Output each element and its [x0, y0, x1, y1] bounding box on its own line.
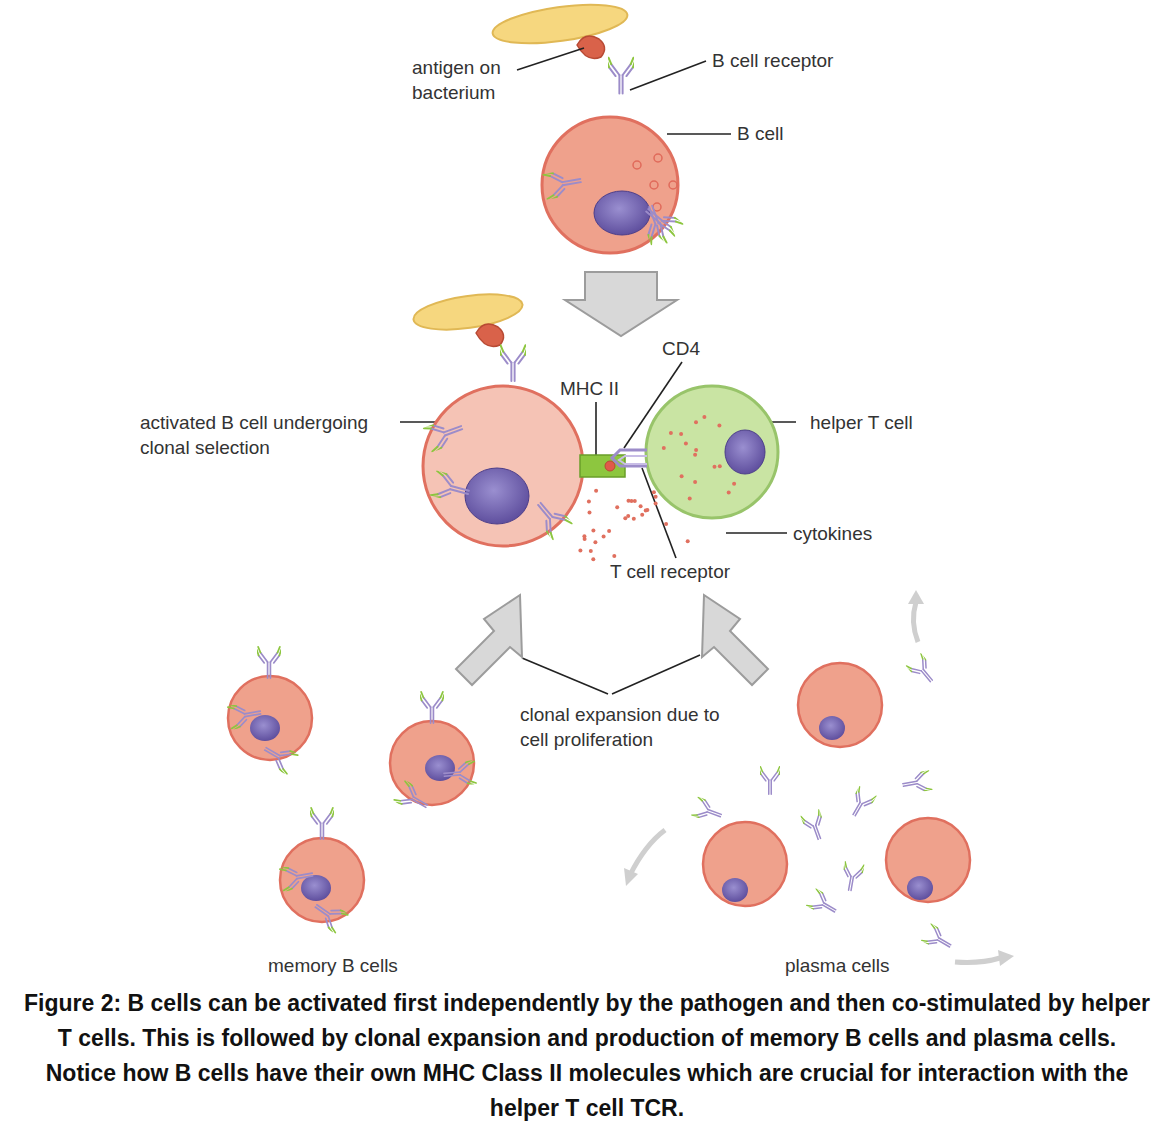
cytokine-dot — [686, 539, 690, 543]
cytokine-dot — [680, 474, 684, 478]
cytokine-dot — [669, 431, 673, 435]
callout-label: helper T cell — [810, 410, 970, 435]
callout-label: activated B cell undergoing clonal selec… — [140, 410, 398, 460]
cytokine-dot — [630, 499, 634, 503]
cytokine-dot — [654, 495, 658, 499]
callout-label: plasma cells — [785, 953, 935, 978]
cytokine-dot — [679, 432, 683, 436]
callout-label: clonal expansion due to cell proliferati… — [520, 702, 730, 752]
callout-label: memory B cells — [268, 953, 468, 978]
activated-b-cell — [411, 289, 625, 546]
cytokine-dot — [713, 465, 717, 469]
cytokine-dot — [594, 489, 598, 493]
cytokine-dot — [640, 513, 644, 517]
cytokine-dot — [732, 482, 736, 486]
helper-t-cell — [612, 386, 778, 518]
bacterium — [490, 0, 629, 50]
cytokine-dot — [652, 490, 656, 494]
cytokine-dot — [684, 442, 688, 446]
cytokine-dot — [593, 540, 597, 544]
b-cell — [490, 0, 700, 280]
cytokine-dot — [693, 453, 697, 457]
cytokine-dot — [727, 491, 731, 495]
cytokine-dot — [702, 415, 706, 419]
cytokine-dot — [588, 510, 592, 514]
process-arrow — [565, 272, 677, 336]
cytokine-dot — [587, 499, 591, 503]
cytokine-dot — [664, 522, 668, 526]
plasma-cells — [624, 590, 1014, 966]
cytokine-dot — [645, 508, 649, 512]
callout-label: B cell receptor — [712, 48, 912, 73]
cytokine-dot — [615, 505, 619, 509]
callout-label: cytokines — [793, 521, 933, 546]
cytokine-dot — [718, 464, 722, 468]
cytokine-dot — [632, 517, 636, 521]
callout-label: antigen on bacterium — [412, 55, 524, 105]
cytokine-dot — [623, 516, 627, 520]
cytokine-dot — [639, 504, 643, 508]
cytokine-dot — [694, 420, 698, 424]
cytokine-dot — [591, 529, 595, 533]
cytokines — [578, 415, 736, 561]
cytokine-dot — [717, 424, 721, 428]
callout-label: T cell receptor — [610, 559, 790, 584]
cytokine-dot — [583, 537, 587, 541]
cytokine-dot — [602, 535, 606, 539]
cytokine-dot — [589, 549, 593, 553]
cytokine-dot — [694, 448, 698, 452]
cytokine-dot — [607, 529, 611, 533]
cytokine-dot — [688, 496, 692, 500]
cytokine-dot — [654, 501, 658, 505]
cytokine-dot — [662, 446, 666, 450]
leader-lines — [400, 48, 796, 694]
memory-b-cells — [228, 647, 477, 934]
callout-label: B cell — [737, 121, 857, 146]
callout-label: MHC II — [560, 376, 650, 401]
antigen — [577, 36, 605, 58]
cytokine-dot — [591, 557, 595, 561]
cytokine-dot — [693, 480, 697, 484]
cytokine-dot — [612, 554, 616, 558]
figure-caption: Figure 2: B cells can be activated first… — [20, 986, 1154, 1126]
b-cell-receptor — [607, 58, 635, 94]
callout-label: CD4 — [662, 336, 742, 361]
cytokine-dot — [578, 548, 582, 552]
process-arrow — [702, 595, 768, 685]
process-arrow — [456, 595, 522, 685]
